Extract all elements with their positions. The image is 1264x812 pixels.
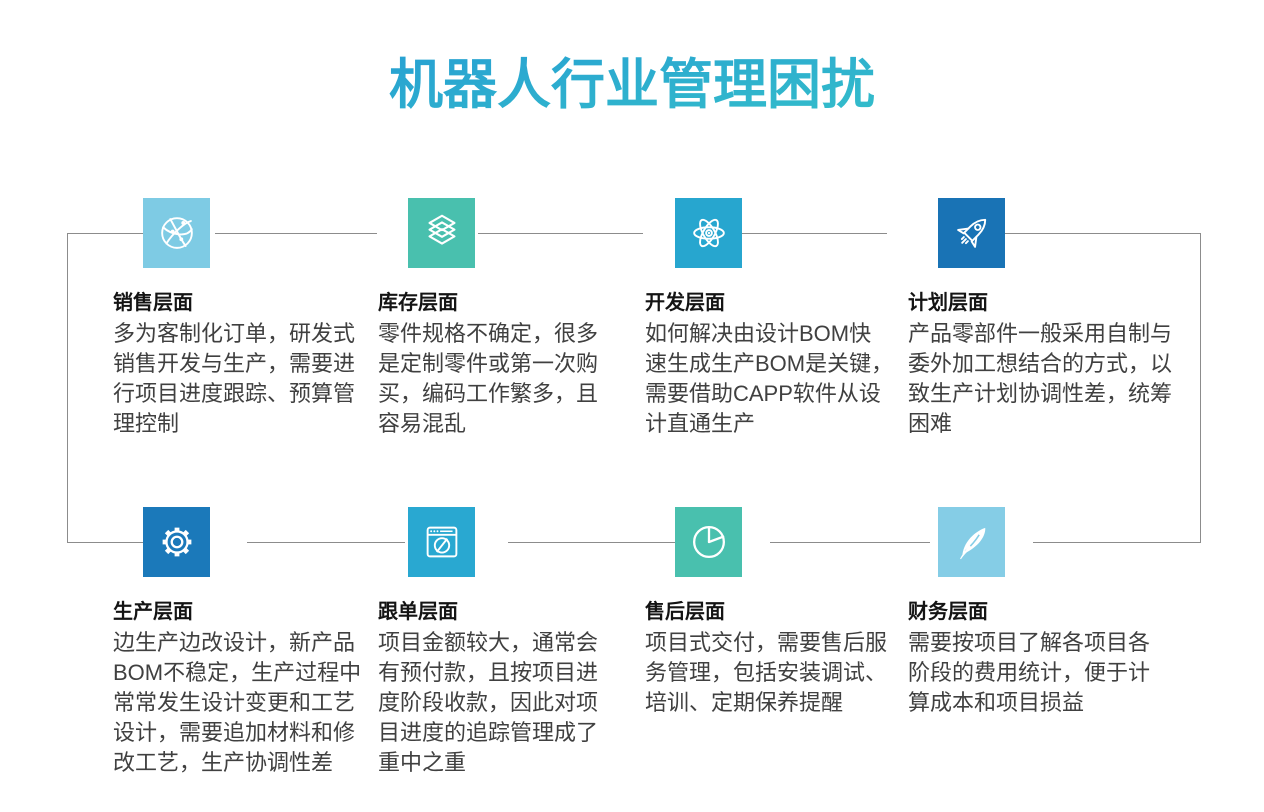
feather-icon [938,507,1005,577]
section-description: 项目金额较大，通常会 有预付款，且按项目进 度阶段收款，因此对项 目进度的追踪管… [378,630,599,775]
connector-line [1200,233,1201,543]
connector-line [770,542,930,543]
section-order-tracking: 跟单层面 项目金额较大，通常会 有预付款，且按项目进 度阶段收款，因此对项 目进… [378,507,668,778]
rocket-icon [938,198,1005,268]
section-title: 财务层面 [908,601,988,623]
pie-chart-icon [675,507,742,577]
connector-line [67,233,143,234]
section-inventory: 库存层面 零件规格不确定，很多 是定制零件或第一次购 买，编码工作繁多，且 容易… [378,198,668,439]
section-finance: 财务层面 需要按项目了解各项目各 阶段的费用统计，便于计 算成本和项目损益 [908,507,1198,718]
connector-line [478,233,643,234]
gear-icon [143,507,210,577]
section-after-sales: 售后层面 项目式交付，需要售后服 务管理，包括安装调试、 培训、定期保养提醒 [645,507,935,718]
section-title: 销售层面 [113,292,193,314]
page-title: 机器人行业管理困扰 [0,40,1264,119]
connector-line [1033,542,1200,543]
browser-compass-icon [408,507,475,577]
layers-icon [408,198,475,268]
section-description: 需要按项目了解各项目各 阶段的费用统计，便于计 算成本和项目损益 [908,630,1151,715]
section-description: 如何解决由设计BOM快 速生成生产BOM是关键， 需要借助CAPP软件从设 计直… [645,321,894,436]
section-description: 产品零部件一般采用自制与 委外加工想结合的方式，以 致生产计划协调性差，统筹 困… [908,321,1173,436]
section-development: 开发层面 如何解决由设计BOM快 速生成生产BOM是关键， 需要借助CAPP软件… [645,198,935,439]
section-title: 售后层面 [645,601,725,623]
connector-line [735,233,887,234]
connector-line [67,233,68,543]
section-title: 跟单层面 [378,601,458,623]
section-sales: 销售层面 多为客制化订单，研发式 销售开发与生产，需要进 行项目进度跟踪、预算管… [113,198,403,439]
section-title: 生产层面 [113,601,193,623]
section-production: 生产层面 边生产边改设计，新产品 BOM不稳定，生产过程中 常常发生设计变更和工… [113,507,403,778]
connector-line [508,542,676,543]
section-title: 计划层面 [908,292,988,314]
connector-line [215,233,377,234]
section-title: 库存层面 [378,292,458,314]
connector-line [247,542,405,543]
connector-line [1000,233,1200,234]
section-planning: 计划层面 产品零部件一般采用自制与 委外加工想结合的方式，以 致生产计划协调性差… [908,198,1198,439]
connector-line [67,542,146,543]
section-title: 开发层面 [645,292,725,314]
section-description: 多为客制化订单，研发式 销售开发与生产，需要进 行项目进度跟踪、预算管 理控制 [113,321,356,436]
section-description: 零件规格不确定，很多 是定制零件或第一次购 买，编码工作繁多，且 容易混乱 [378,321,599,436]
section-description: 项目式交付，需要售后服 务管理，包括安装调试、 培训、定期保养提醒 [645,630,888,715]
section-description: 边生产边改设计，新产品 BOM不稳定，生产过程中 常常发生设计变更和工艺 设计，… [113,630,362,775]
globe-network-icon [143,198,210,268]
atom-icon [675,198,742,268]
